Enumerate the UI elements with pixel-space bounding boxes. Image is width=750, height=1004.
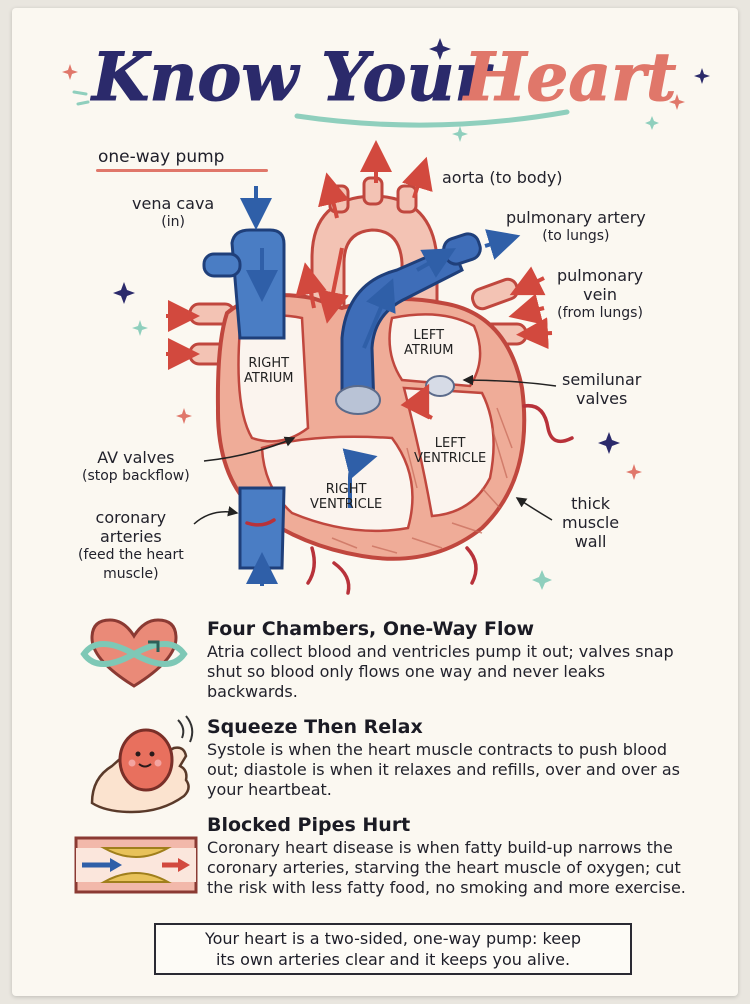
section-four-chambers: Four Chambers, One-Way Flow Atria collec… — [207, 618, 727, 702]
section-blocked-pipes: Blocked Pipes Hurt Coronary heart diseas… — [207, 814, 727, 898]
section-heading: Squeeze Then Relax — [207, 716, 423, 738]
vena-cava-branch — [202, 252, 242, 278]
left-ventricle — [402, 386, 495, 518]
label-aorta-text: aorta (to body) — [442, 168, 563, 187]
summary-line1: Your heart is a two-sided, one-way pump:… — [204, 929, 582, 948]
label-pulmonary-artery-line1: pulmonary artery — [506, 208, 646, 227]
chamber-left-atrium-line1: LEFT — [413, 328, 445, 343]
label-semilunar: semilunar valves — [562, 370, 641, 408]
title-banner: Know Your Heart — [62, 38, 710, 142]
label-pulmonary-vein-line2: vein — [583, 285, 617, 304]
section-squeeze-relax: Squeeze Then Relax Systole is when the h… — [207, 716, 727, 800]
label-muscle-wall-line2: muscle — [562, 513, 620, 532]
label-pulmonary-vein: pulmonary vein (from lungs) — [557, 266, 643, 323]
dash-mark-icon — [72, 90, 90, 106]
label-coronary-line3: (feed the heart — [78, 547, 184, 563]
section-body: Coronary heart disease is when fatty bui… — [207, 838, 686, 897]
summary-line2: its own arteries clear and it keeps you … — [215, 950, 571, 969]
title-swoosh — [294, 109, 570, 128]
poster: Know Your Heart one-way pump — [12, 8, 738, 996]
label-muscle-wall: thick muscle wall — [562, 494, 619, 551]
label-vena-cava-line2: (in) — [161, 214, 185, 230]
label-coronary-line4: muscle) — [103, 566, 159, 582]
label-pulmonary-artery: pulmonary artery (to lungs) — [506, 208, 646, 246]
label-aorta: aorta (to body) — [442, 168, 563, 187]
sparkle-icon — [132, 320, 552, 590]
tagline: one-way pump — [98, 147, 225, 167]
label-vena-cava: vena cava (in) — [132, 194, 214, 232]
sparkle-icon — [176, 408, 642, 480]
sparkle-icon — [113, 282, 620, 454]
chamber-label-right-atrium: RIGHT ATRIUM — [244, 356, 293, 386]
title-know-your: Know Your — [90, 38, 494, 116]
chamber-left-atrium-line2: ATRIUM — [404, 343, 454, 358]
chamber-right-atrium-line1: RIGHT — [248, 356, 290, 371]
vena-cava — [230, 228, 286, 340]
aorta-branch — [362, 176, 384, 206]
chamber-right-atrium-line2: ATRIUM — [244, 371, 294, 386]
sparkle-icon — [452, 116, 659, 142]
heart-infinity-icon — [80, 618, 188, 688]
label-semilunar-line1: semilunar — [562, 370, 642, 389]
section-heading: Blocked Pipes Hurt — [207, 814, 411, 836]
left-atrium — [388, 313, 482, 388]
coronary-artery — [245, 403, 574, 595]
label-semilunar-line2: valves — [575, 389, 628, 408]
chamber-label-left-ventricle: LEFT VENTRICLE — [414, 436, 486, 466]
label-muscle-wall-line3: wall — [574, 532, 607, 551]
summary-box: Your heart is a two-sided, one-way pump:… — [154, 923, 632, 975]
label-muscle-wall-line1: thick — [571, 494, 611, 513]
chamber-left-ventricle-line1: LEFT — [434, 436, 466, 451]
label-pulmonary-artery-line2: (to lungs) — [542, 228, 610, 244]
chamber-label-left-atrium: LEFT ATRIUM — [404, 328, 453, 358]
chamber-right-ventricle-line1: RIGHT — [325, 482, 367, 497]
label-av-valves-line2: (stop backflow) — [82, 468, 190, 484]
sparkle-icon — [62, 64, 685, 110]
aorta-branch — [396, 184, 418, 214]
heart-diagram — [113, 140, 642, 595]
title-heart: Heart — [462, 38, 676, 116]
blocked-artery-icon — [74, 836, 198, 894]
squeezed-heart-icon — [90, 715, 194, 814]
section-body: Systole is when the heart muscle contrac… — [207, 740, 680, 799]
blood-flow-arrow — [166, 140, 553, 420]
blood-flow-arrow — [240, 186, 521, 586]
chamber-left-ventricle-line2: VENTRICLE — [414, 451, 487, 466]
chamber-label-right-ventricle: RIGHT VENTRICLE — [310, 482, 382, 512]
pulmonary-artery-branch — [442, 232, 482, 266]
label-coronary-line2: arteries — [100, 527, 162, 546]
label-av-valves: AV valves (stop backflow) — [82, 448, 190, 486]
section-heading: Four Chambers, One-Way Flow — [207, 618, 535, 640]
muscle-texture — [331, 407, 513, 554]
section-body: Atria collect blood and ventricles pump … — [207, 642, 674, 701]
semilunar-valve — [335, 385, 381, 415]
label-pulmonary-vein-line3: (from lungs) — [557, 305, 643, 321]
label-vena-cava-line1: vena cava — [132, 194, 215, 213]
label-pulmonary-vein-line1: pulmonary — [557, 266, 644, 285]
semilunar-valve — [425, 375, 455, 397]
chamber-right-ventricle-line2: VENTRICLE — [310, 497, 383, 512]
label-leader-line — [193, 374, 557, 525]
label-av-valves-line1: AV valves — [97, 448, 175, 467]
label-coronary-line1: coronary — [95, 508, 167, 527]
label-coronary: coronary arteries (feed the heart muscle… — [78, 508, 184, 584]
inferior-vena-cava — [238, 486, 286, 570]
sparkle-icon — [429, 38, 710, 84]
tagline-underline — [96, 169, 268, 172]
